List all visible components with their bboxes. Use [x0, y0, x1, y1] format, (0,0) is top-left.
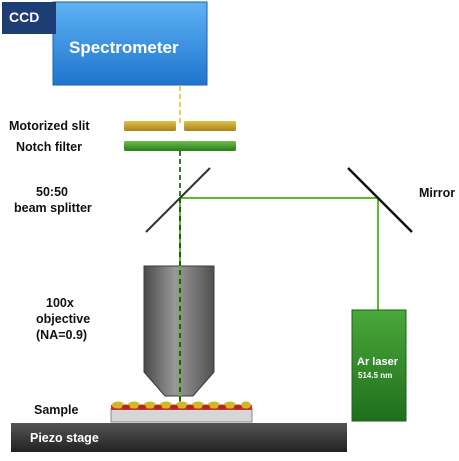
- ccd-label: CCD: [9, 9, 40, 25]
- piezo-stage: [11, 423, 347, 452]
- piezo-stage-label: Piezo stage: [30, 431, 99, 445]
- laser-wavelength-label: 514.5 nm: [358, 371, 393, 380]
- notch-filter: [124, 141, 236, 151]
- ar-laser-label: Ar laser: [357, 356, 398, 368]
- motorized-slit-left: [124, 121, 176, 131]
- spectrometer-box: [52, 1, 208, 86]
- ccd-box: [2, 2, 56, 34]
- objective-label-1: 100x: [46, 296, 74, 310]
- sample-particles: [112, 401, 251, 410]
- motorized-slit-label: Motorized slit: [9, 119, 90, 133]
- beam-splitter-label-2: beam splitter: [14, 201, 92, 215]
- beam-splitter: [145, 167, 211, 233]
- beam-splitter-label-1: 50:50: [36, 185, 68, 199]
- mirror-label: Mirror: [419, 186, 456, 200]
- objective-label-2: objective: [36, 312, 91, 326]
- motorized-slit-right: [184, 121, 236, 131]
- objective-label-3: (NA=0.9): [36, 328, 88, 342]
- sample-substrate: [110, 408, 253, 423]
- spectrometer-label: Spectrometer: [69, 38, 179, 57]
- mirror: [347, 167, 413, 233]
- sample-label: Sample: [34, 403, 79, 417]
- notch-filter-label: Notch filter: [16, 140, 82, 154]
- ar-laser-box: [351, 309, 407, 422]
